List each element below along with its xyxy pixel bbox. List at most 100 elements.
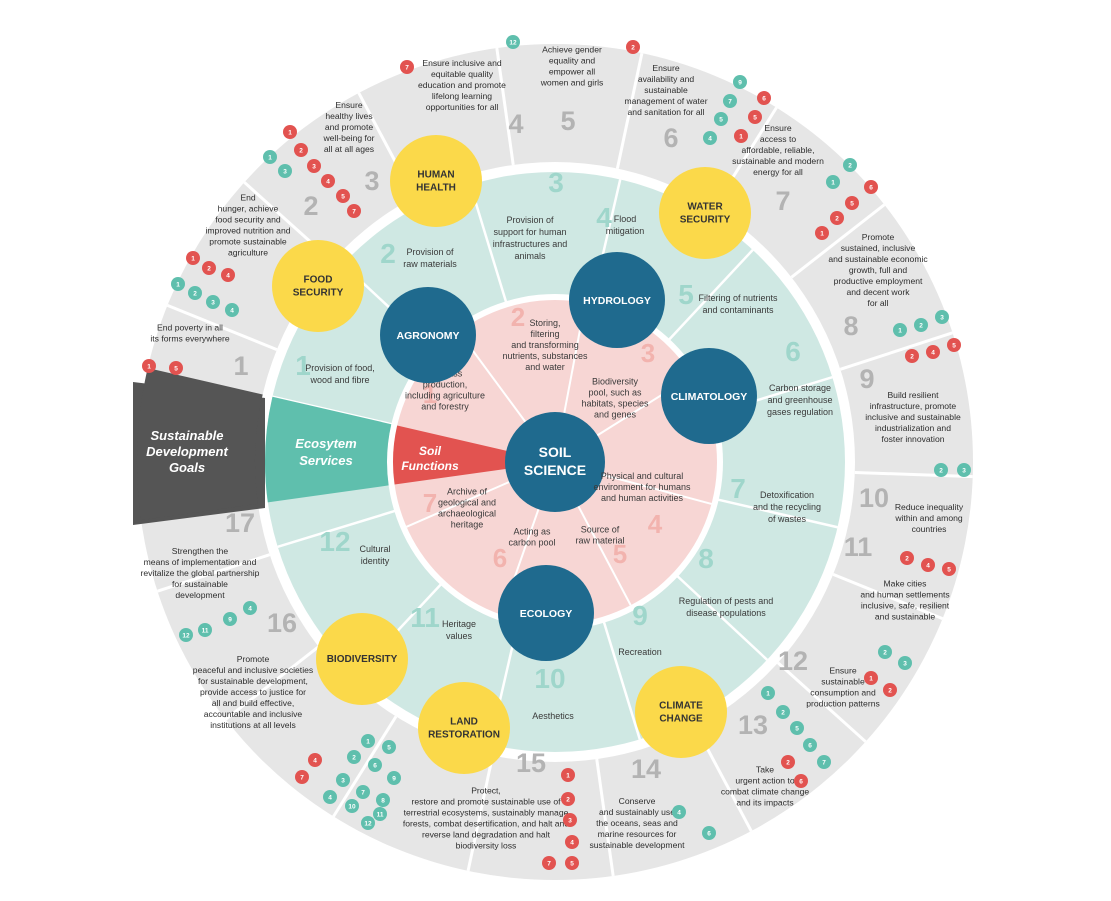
ecosystem-service-text-line: Heritage xyxy=(442,619,476,629)
ecosystem-service-text-line: Filtering of nutrients xyxy=(698,293,778,303)
sdg-text-line: infrastructure, promote xyxy=(870,401,957,411)
soil-function-text-line: Archive of xyxy=(447,487,488,497)
soil-function-badge xyxy=(883,683,897,697)
ecosystem-separator xyxy=(672,571,768,661)
soil-function-badge xyxy=(921,558,935,572)
sdg-separator xyxy=(839,331,954,371)
ecosystem-service-badge-label: 2 xyxy=(352,754,356,761)
sdg-separator xyxy=(495,47,515,166)
discipline-climatology-label: CLIMATOLOGY xyxy=(671,391,748,403)
sdg-text-line: development xyxy=(175,590,225,600)
soil-function-badge xyxy=(563,813,577,827)
ecosystem-service-text-line: animals xyxy=(514,251,546,261)
sdg-goals-label-line: Goals xyxy=(169,460,205,475)
sdg-text-line: consumption and xyxy=(810,688,876,698)
soil-function-badge-label: 3 xyxy=(312,163,316,170)
ecosystem-service-text-line: disease populations xyxy=(686,608,766,618)
sdg-separator xyxy=(156,553,271,593)
soil-function-badge xyxy=(307,159,321,173)
ecosystem-service-badge xyxy=(761,686,775,700)
ecosystem-service-badge xyxy=(878,645,892,659)
ecosystem-service-text: Provision of food,wood and fibre xyxy=(305,363,375,385)
soil-function-badge xyxy=(815,226,829,240)
sdg-text-line: growth, full and xyxy=(849,265,908,275)
ecosystem-service-text-line: Detoxification xyxy=(760,490,814,500)
soil-function-badge-label: 2 xyxy=(888,687,892,694)
ecosystem-service-badge xyxy=(935,310,949,324)
theme-water-security-circle xyxy=(659,167,751,259)
soil-function-badge xyxy=(400,60,414,74)
sdg-text-line: sustainable development xyxy=(589,840,685,850)
theme-food-security-label-line: SECURITY xyxy=(293,288,344,299)
center-title: SOIL xyxy=(539,444,572,460)
sdg-text-line: food security and xyxy=(215,215,281,225)
discipline-hydrology-label: HYDROLOGY xyxy=(583,295,651,307)
sdg-number: 6 xyxy=(663,123,678,153)
ecosystem-service-text-line: raw materials xyxy=(403,259,457,269)
soil-function-separator xyxy=(577,505,632,606)
soil-function-badge-label: 3 xyxy=(568,817,572,824)
ecosystem-service-number: 10 xyxy=(534,663,565,694)
soil-function-text-line: archaeological xyxy=(438,509,496,519)
soil-function-badge-label: 6 xyxy=(799,778,803,785)
ecosystem-service-text-line: Flood xyxy=(614,214,637,224)
sdg-text-line: provide access to justice for xyxy=(200,687,306,697)
sdg-text-line: reverse land degradation and halt xyxy=(422,830,551,840)
soil-function-text-line: raw material xyxy=(575,536,624,546)
ecosystem-service-number: 4 xyxy=(596,202,612,233)
ecosystem-service-text-line: wood and fibre xyxy=(309,375,369,385)
ecosystem-service-badge-label: 10 xyxy=(348,803,356,810)
sdg-separator xyxy=(332,715,398,818)
ecosystem-service-text-line: values xyxy=(446,631,473,641)
sdg-text-line: Ensure xyxy=(829,666,856,676)
ecosystem-service-badge xyxy=(206,295,220,309)
soil-function-badge xyxy=(202,261,216,275)
sdg-number: 15 xyxy=(516,748,546,778)
theme-land-restoration-label-line: LAND xyxy=(450,717,478,728)
ecosystem-service-badge xyxy=(723,94,737,108)
sdg-number: 1 xyxy=(233,351,248,381)
soil-function-badge xyxy=(864,671,878,685)
sdg-text-line: industrialization and xyxy=(875,423,951,433)
ecosystem-service-badge-label: 12 xyxy=(182,632,190,639)
ecosystem-service-badge-label: 5 xyxy=(719,116,723,123)
soil-function-badge-label: 2 xyxy=(207,265,211,272)
ecosystem-service-badge xyxy=(361,816,375,830)
ecosystem-services-label-line: Ecosytem xyxy=(295,436,357,451)
sdg-text-line: access to xyxy=(760,134,797,144)
sdg-number: 2 xyxy=(303,191,318,221)
sdg-number: 3 xyxy=(364,166,379,196)
sdg-text-line: Conserve xyxy=(619,796,656,806)
sdg-number: 16 xyxy=(267,608,297,638)
sdg-text-line: all at all ages xyxy=(324,144,374,154)
theme-biodiversity-circle xyxy=(316,613,408,705)
soil-function-text-line: carbon pool xyxy=(508,538,555,548)
soil-function-text-line: production, xyxy=(423,380,468,390)
soil-function-badge-label: 1 xyxy=(288,129,292,136)
ecosystem-service-badge-label: 6 xyxy=(808,742,812,749)
sdg-text-line: Ensure xyxy=(764,123,791,133)
ecosystem-separator xyxy=(601,616,641,740)
ecosystem-service-badge xyxy=(376,793,390,807)
sdg-text-line: for sustainable development, xyxy=(198,676,308,686)
sdg-text-line: urgent action to xyxy=(735,776,794,786)
sdg-text-line: and sustainably use xyxy=(599,807,675,817)
sdg-text-line: inclusive and sustainable xyxy=(865,412,961,422)
theme-climate-change-label-line: CLIMATE xyxy=(659,701,703,712)
theme-human-health-label-line: HEALTH xyxy=(416,183,456,194)
soil-function-badge xyxy=(900,551,914,565)
soil-function-badge xyxy=(561,768,575,782)
sdg-text-line: and decent work xyxy=(846,287,910,297)
ecosystem-service-badge xyxy=(672,805,686,819)
soil-function-text-line: habitats, species xyxy=(581,399,649,409)
soil-function-badge xyxy=(283,125,297,139)
soil-function-text-line: pool, such as xyxy=(588,388,642,398)
sdg-text-line: Reduce inequality xyxy=(895,502,964,512)
soil-function-badge xyxy=(294,143,308,157)
